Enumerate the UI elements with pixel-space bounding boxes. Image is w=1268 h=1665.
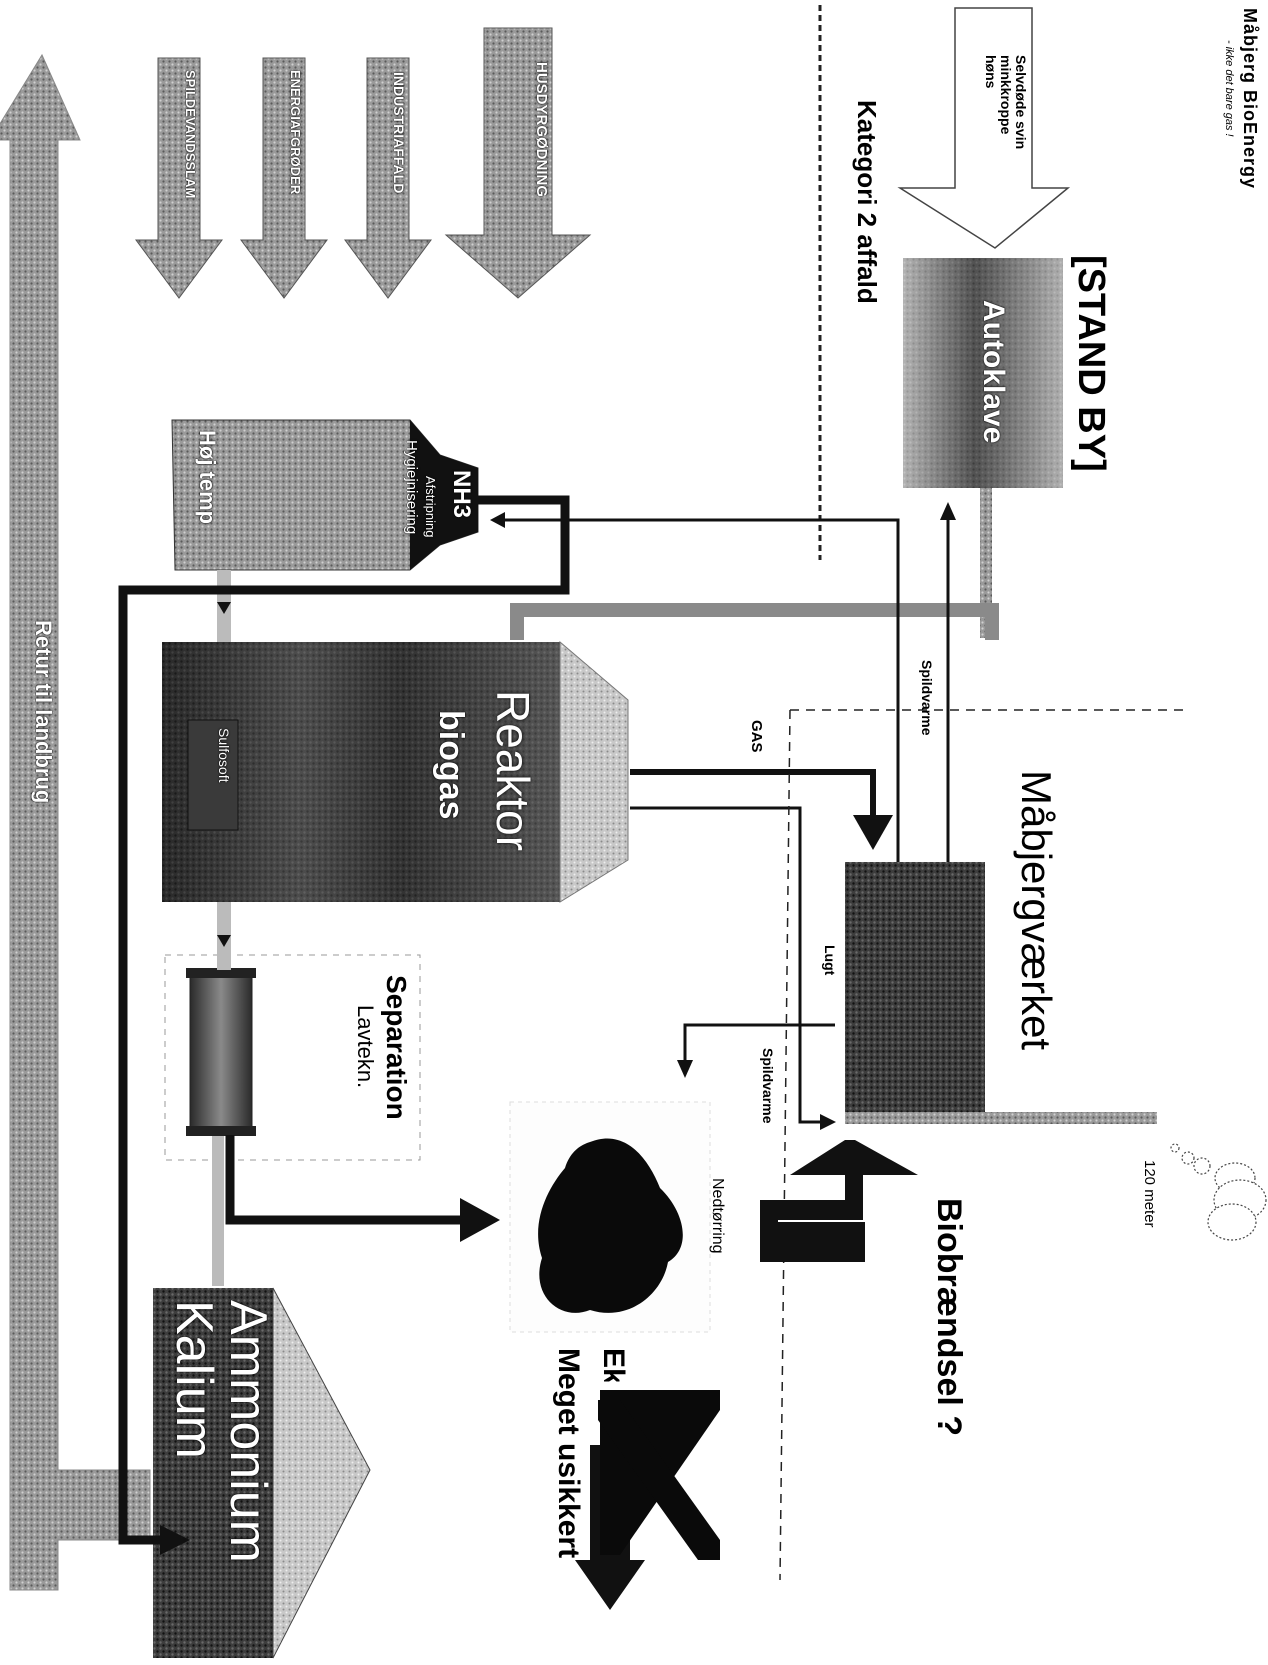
return-to-agriculture-arrow <box>0 53 151 1591</box>
solid-blob-icon <box>538 1138 683 1313</box>
ammonium-heap <box>272 1287 371 1659</box>
separation-cylinder <box>189 974 253 1131</box>
cloud-icon <box>1170 1143 1267 1241</box>
biofuel-arrow <box>760 1140 918 1262</box>
flow-gas-return <box>630 806 820 1124</box>
flow-waste-heat-drying <box>683 1023 835 1060</box>
chimney <box>845 1112 1157 1124</box>
ammonium-storage <box>153 1288 273 1658</box>
pipe-separation-storage <box>212 1136 224 1286</box>
flow-reactor-nh3 <box>118 495 570 1545</box>
sludge-input-arrow <box>135 57 223 299</box>
flow-waste-heat-nh3 <box>505 518 900 865</box>
x-mark-icon <box>598 1390 720 1560</box>
energy-crops-input-arrow <box>240 57 328 299</box>
manure-input-arrow <box>444 27 592 299</box>
heat-pipe <box>510 603 999 640</box>
dead-animals-input-arrow <box>897 7 1071 249</box>
reactor-roof <box>559 640 629 903</box>
industrial-input-arrow <box>344 57 432 299</box>
flow-gas <box>630 769 876 815</box>
power-plant-building <box>845 862 985 1112</box>
plant-boundary-vertical <box>779 709 791 1581</box>
separation-frame <box>164 954 421 1161</box>
sulfosoft-unit <box>187 719 239 831</box>
autoklave-pipe <box>980 488 992 638</box>
flow-separation-drying <box>225 1135 460 1225</box>
